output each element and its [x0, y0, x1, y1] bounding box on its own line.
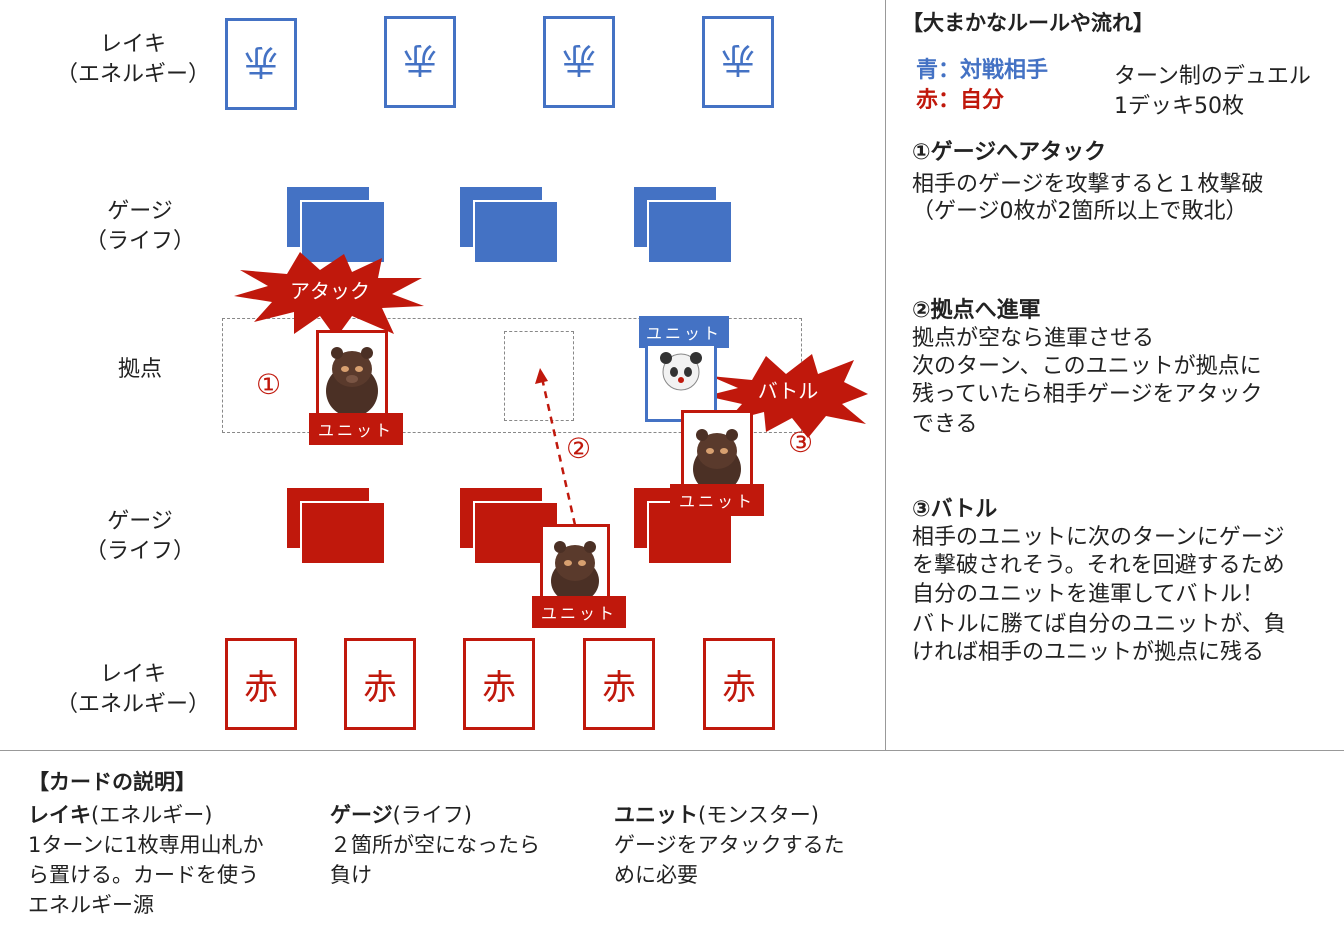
section-3-line-3: 自分のユニットを進軍してバトル！	[912, 582, 1265, 607]
reiki-name: レイキ	[28, 803, 91, 827]
section-3-line-2: を撃破されそう。それを回避するため	[912, 553, 1285, 578]
reiki-line-3: エネルギー源	[28, 893, 154, 917]
format-line-2: 1デッキ50枚	[1114, 94, 1244, 119]
attack-burst-shape	[234, 252, 424, 338]
row-label-opponent-reiki: レイキ（エネルギー）	[55, 32, 210, 87]
format-line-1: ターン制のデュエル	[1114, 64, 1311, 89]
opponent-gauge-card	[473, 200, 559, 264]
opponent-reiki-card: 赤	[543, 16, 615, 108]
row-label-base: 拠点	[117, 357, 162, 382]
gauge-description: ゲージ(ライフ) ２箇所が空になったら 負け	[330, 800, 540, 890]
unit-tag: ユニット	[670, 484, 764, 516]
marker-3: ③	[788, 426, 814, 459]
attack-burst: アタック	[234, 252, 424, 338]
player-unit-card-base	[316, 330, 388, 418]
opponent-reiki-card: 赤	[225, 18, 297, 110]
section-2-line-2: 次のターン、このユニットが拠点に	[912, 354, 1262, 379]
reiki-line-2: ら置ける。カードを使う	[28, 863, 259, 887]
battle-burst-shape	[706, 354, 868, 438]
section-2-line-4: できる	[912, 412, 978, 437]
bear-icon	[326, 347, 378, 417]
section-1-title: ①ゲージへアタック	[912, 140, 1107, 165]
horizontal-divider	[0, 750, 1344, 751]
row-label-player-reiki: レイキ（エネルギー）	[55, 662, 210, 717]
unit-tag: ユニット	[639, 316, 729, 348]
player-reiki-card: 赤	[463, 638, 535, 730]
section-3-title: ③バトル	[912, 497, 998, 522]
reiki-description: レイキ(エネルギー) 1ターンに1枚専用山札か ら置ける。カードを使う エネルギ…	[28, 800, 264, 920]
gauge-sub: (ライフ)	[392, 803, 472, 827]
battle-burst-label: バトル	[758, 379, 819, 403]
section-3-line-4: バトルに勝てば自分のユニットが、負	[912, 612, 1286, 637]
player-reiki-card: 赤	[703, 638, 775, 730]
gauge-name: ゲージ	[330, 803, 393, 827]
unit-line-2: めに必要	[614, 863, 698, 887]
unit-tag: ユニット	[532, 596, 626, 628]
player-unit-card-advancing	[540, 524, 610, 604]
section-1-line-1: 相手のゲージを攻撃すると１枚撃破	[912, 172, 1264, 197]
unit-sub: (モンスター)	[698, 803, 819, 827]
player-unit-card-battle	[681, 410, 753, 494]
section-2-line-1: 拠点が空なら進軍させる	[912, 326, 1155, 351]
marker-2: ②	[566, 432, 592, 465]
bear-icon	[551, 541, 599, 603]
opponent-reiki-card: 赤	[702, 16, 774, 108]
bear-icon	[693, 429, 741, 493]
card-desc-title: 【カードの説明】	[28, 770, 196, 794]
unit-name: ユニット	[614, 803, 698, 827]
vertical-divider	[885, 0, 886, 750]
section-3-line-1: 相手のユニットに次のターンにゲージ	[912, 525, 1285, 550]
opponent-reiki-card: 赤	[384, 16, 456, 108]
opponent-gauge-card	[647, 200, 733, 264]
legend-blue: 青：対戦相手	[916, 58, 1049, 83]
unit-line-1: ゲージをアタックするた	[614, 833, 845, 857]
section-2-line-3: 残っていたら相手ゲージをアタック	[912, 382, 1263, 407]
battle-burst: バトル	[706, 354, 868, 438]
section-2-title: ②拠点へ進軍	[912, 298, 1041, 323]
player-reiki-card: 赤	[583, 638, 655, 730]
reiki-sub: (エネルギー)	[91, 803, 213, 827]
reiki-line-1: 1ターンに1枚専用山札か	[28, 833, 264, 857]
gauge-line-1: ２箇所が空になったら	[330, 833, 540, 857]
unit-tag: ユニット	[309, 413, 403, 445]
panda-icon	[660, 352, 702, 391]
section-1-line-2: （ゲージ0枚が2箇所以上で敗北）	[912, 199, 1248, 224]
advance-arrow	[535, 368, 577, 526]
opponent-gauge-card	[300, 200, 386, 264]
attack-burst-label: アタック	[290, 279, 370, 303]
player-reiki-card: 赤	[225, 638, 297, 730]
row-label-opponent-gauge: ゲージ（ライフ）	[84, 199, 195, 254]
base-slot-empty	[504, 331, 574, 421]
player-gauge-card	[300, 501, 386, 565]
rules-title: 【大まかなルールや流れ】	[902, 11, 1154, 35]
section-3-line-5: ければ相手のユニットが拠点に残る	[912, 640, 1265, 665]
marker-1: ①	[256, 368, 282, 401]
gauge-line-2: 負け	[330, 863, 372, 887]
row-label-player-gauge: ゲージ（ライフ）	[84, 509, 195, 564]
unit-description: ユニット(モンスター) ゲージをアタックするた めに必要	[614, 800, 845, 890]
player-reiki-card: 赤	[344, 638, 416, 730]
legend-red: 赤：自分	[916, 88, 1005, 113]
